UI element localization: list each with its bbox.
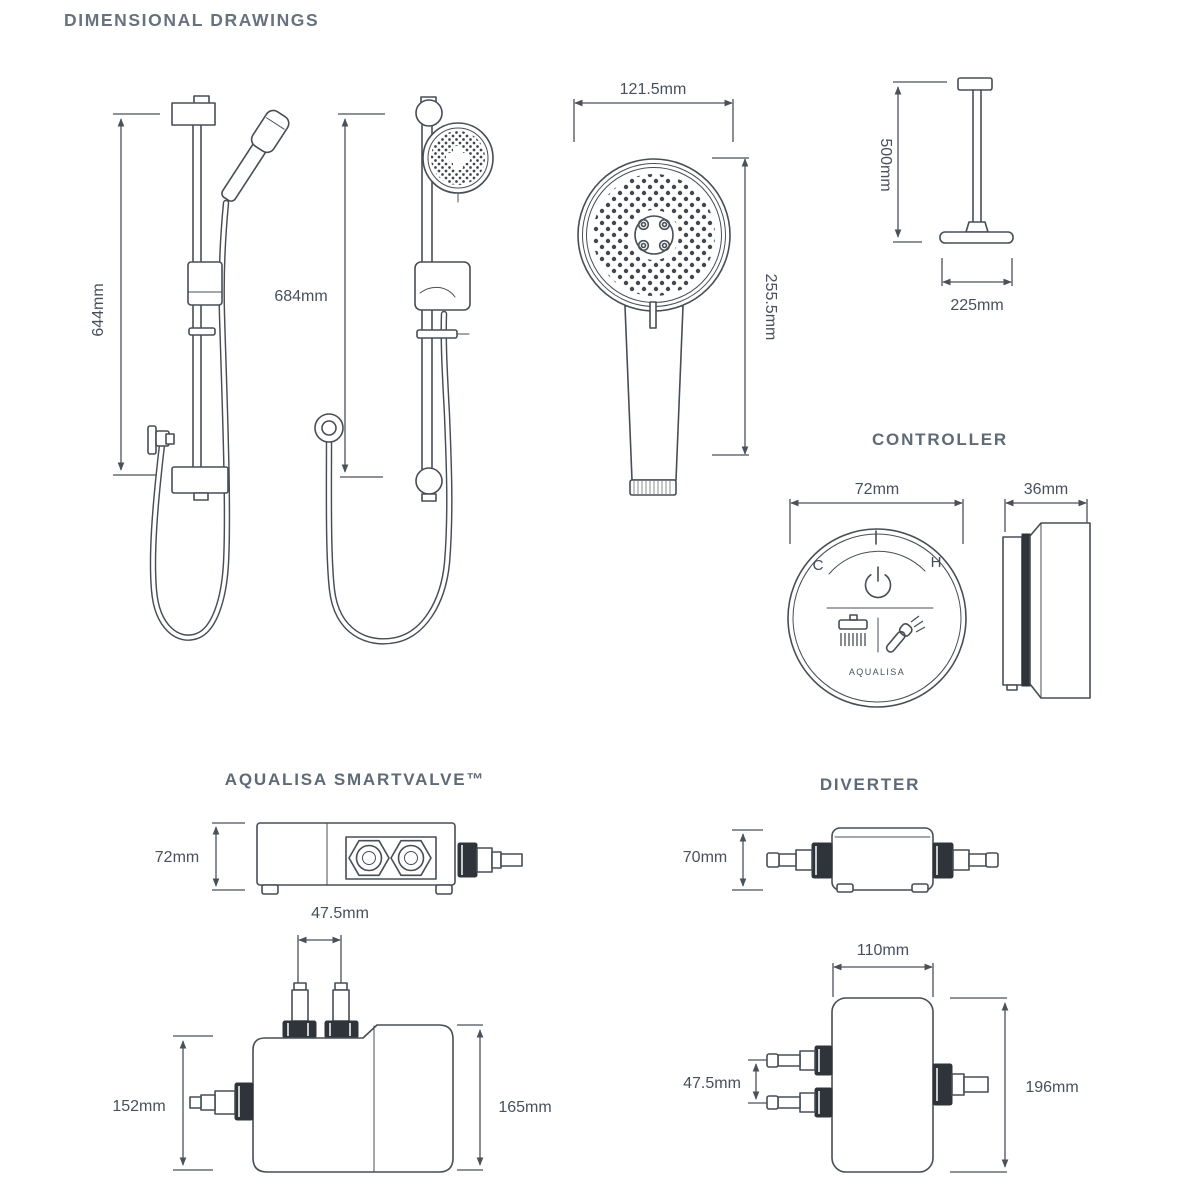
rail-side-height-label: 644mm (90, 283, 107, 336)
diverter-inlet-spacing-label: 47.5mm (683, 1075, 741, 1092)
controller-brand-label: AQUALISA (849, 667, 905, 677)
handset-centre-jets (637, 218, 671, 252)
diverter-plan-right-spigot (932, 1063, 989, 1106)
controller-depth-label: 36mm (1024, 481, 1068, 498)
rail-kit-front-view-drawing: 684mm (274, 96, 494, 645)
diverter-width-label: 110mm (857, 942, 909, 959)
diverter-side-height-dimension (732, 829, 763, 891)
rail-side-height-dimension (113, 113, 160, 476)
controller-front-view-drawing: 72mm C H (787, 481, 967, 708)
rail-front-outline (314, 96, 494, 645)
smartvalve-inlet-spacing-dimension (297, 935, 342, 983)
diverter-overall-height-dimension (950, 997, 1009, 1173)
diverter-side-view-drawing: 70mm (683, 827, 999, 893)
handset-height-label: 255.5mm (762, 274, 779, 341)
smartvalve-overall-height-label: 165mm (498, 1099, 551, 1116)
smartvalve-side-height-label: 72mm (155, 849, 199, 866)
smartvalve-plan-outlet (189, 1082, 254, 1121)
handset-width-label: 121.5mm (620, 81, 687, 98)
handset-side (221, 109, 290, 202)
smartvalve-outlet-spigot (457, 842, 523, 878)
overhead-shower-icon (838, 614, 868, 646)
page-title: DIMENSIONAL DRAWINGS (64, 10, 320, 30)
handset-end-cap (629, 479, 677, 496)
controller-cold-label: C (813, 557, 824, 574)
smartvalve-inlet-spacing-label: 47.5mm (311, 905, 369, 922)
smartvalve-side-height-dimension (212, 822, 245, 891)
smartvalve-inlet-pipes (282, 982, 359, 1039)
smartvalve-overall-height-dimension (457, 1024, 484, 1171)
diverter-left-spigot (766, 842, 833, 879)
handset-height-dimension (712, 157, 749, 456)
smartvalve-plan-view-drawing: 47.5mm 152mm 165mm (112, 905, 552, 1173)
controller-width-label: 72mm (855, 481, 899, 498)
controller-width-dimension (789, 499, 964, 544)
ceiling-head-width-label: 225mm (950, 297, 1003, 314)
diverter-plan-outline (766, 997, 989, 1173)
controller-dial: C H (787, 528, 967, 708)
ceiling-arm-drawing: 500mm 225mm (877, 77, 1014, 314)
handset-outline (577, 158, 731, 496)
diverter-section-title: DIVERTER (819, 775, 921, 794)
handset-width-dimension (573, 99, 734, 142)
diverter-width-dimension (832, 963, 934, 997)
rail-front-height-dimension (338, 113, 385, 478)
smartvalve-inlet-nuts (348, 839, 432, 877)
rail-side-outline (147, 95, 290, 641)
power-icon (864, 566, 892, 599)
ceiling-head-width-dimension (941, 258, 1013, 286)
smartvalve-body-height-label: 152mm (112, 1098, 165, 1115)
controller-side-outline (1002, 522, 1091, 699)
smartvalve-side-view-drawing: 72mm (155, 822, 523, 895)
ceiling-arm-outline (939, 77, 1014, 244)
smartvalve-side-outline (256, 822, 523, 895)
diverter-overall-height-label: 196mm (1025, 1079, 1078, 1096)
diverter-side-height-label: 70mm (683, 849, 727, 866)
handset-front-view-drawing: 121.5mm 255.5mm (573, 81, 779, 496)
diverter-right-spigot (932, 842, 999, 879)
controller-side-view-drawing: 36mm (1002, 481, 1091, 699)
diverter-plan-left-upper-spigot (766, 1045, 833, 1076)
rail-kit-side-view-drawing: 644mm (90, 95, 290, 641)
diverter-side-outline (766, 827, 999, 893)
smartvalve-body-height-dimension (173, 1035, 213, 1171)
rail-front-height-label: 684mm (274, 288, 327, 305)
diverter-plan-view-drawing: 110mm 47.5mm 196mm (683, 942, 1079, 1173)
diverter-plan-left-lower-spigot (766, 1087, 833, 1118)
controller-section-title: CONTROLLER (871, 430, 1009, 449)
ceiling-arm-height-dimension (893, 81, 947, 243)
handshower-icon (885, 615, 926, 653)
smartvalve-section-title: AQUALISA SMARTVALVE™ (224, 770, 486, 789)
handset-front-small (422, 122, 494, 203)
controller-hot-label: H (931, 554, 942, 571)
ceiling-arm-height-label: 500mm (877, 138, 894, 191)
smartvalve-plan-outline (189, 982, 454, 1173)
